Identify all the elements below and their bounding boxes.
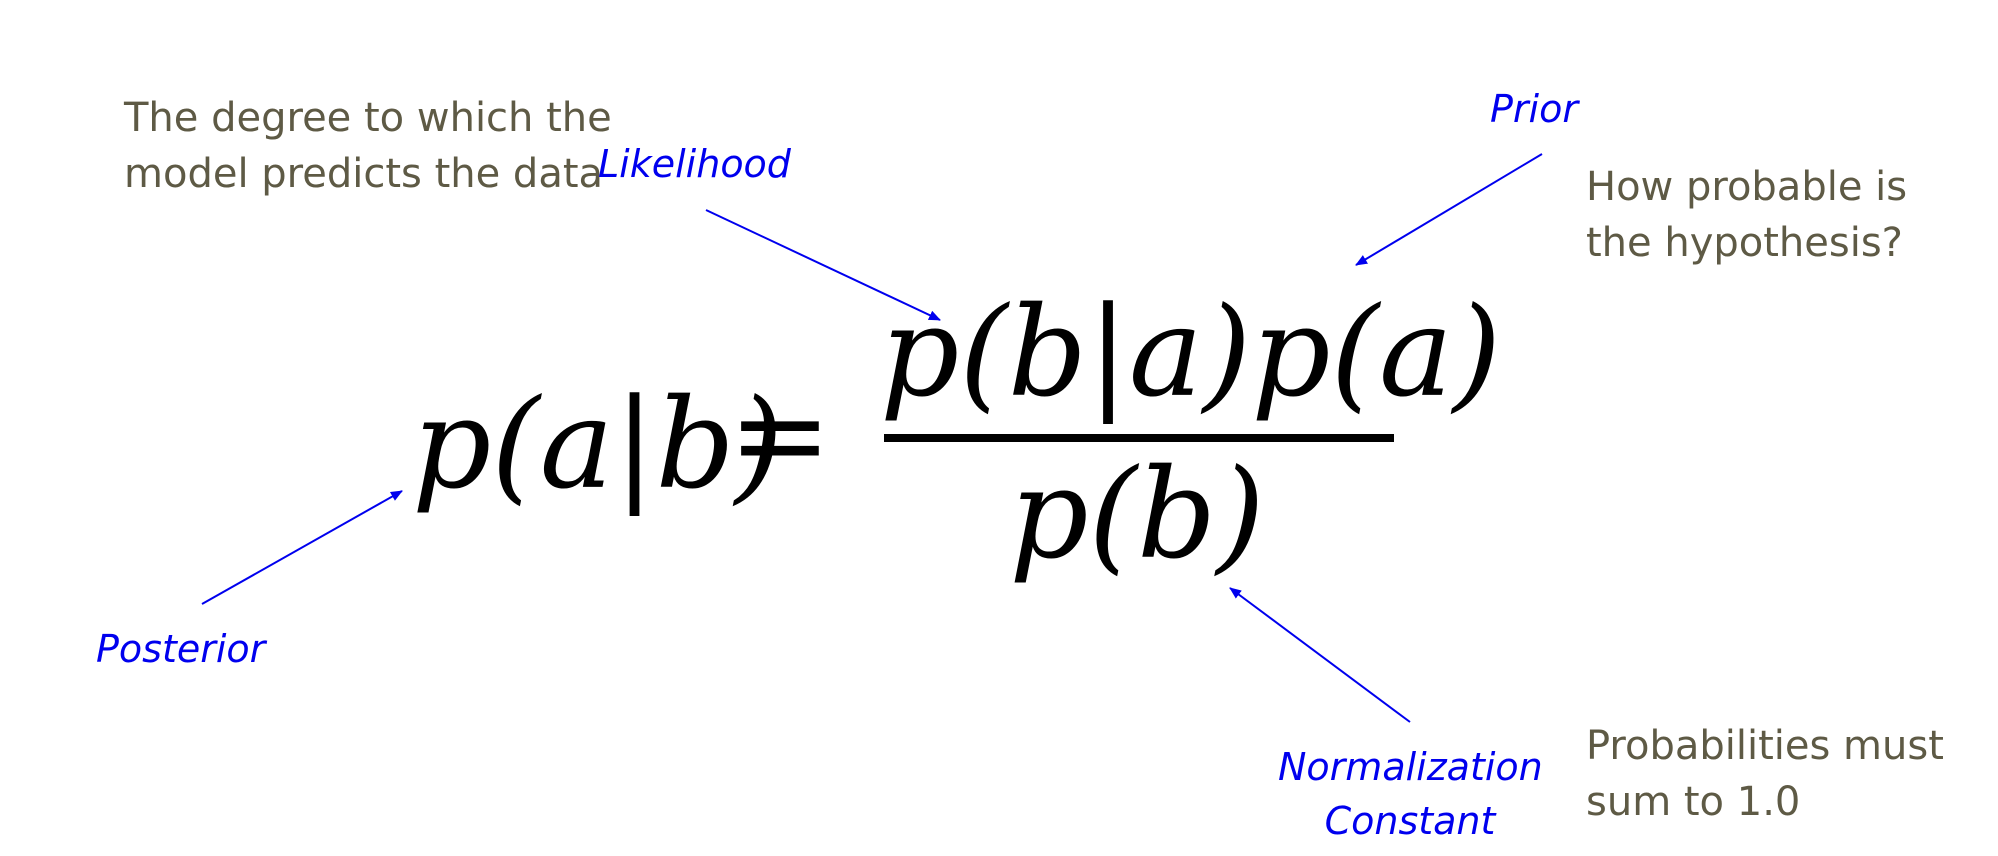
posterior-label: Posterior bbox=[96, 627, 266, 671]
prior-arrow bbox=[1355, 153, 1543, 266]
normalization-description-line1: Probabilities must bbox=[1586, 723, 1944, 769]
normalization-arrow bbox=[1229, 587, 1411, 723]
normalization-description: Probabilities must sum to 1.0 bbox=[1586, 718, 1944, 830]
normalization-label-line1: Normalization bbox=[1278, 745, 1543, 789]
likelihood-arrow bbox=[705, 209, 941, 321]
prior-label: Prior bbox=[1490, 87, 1578, 131]
prior-description-line2: the hypothesis? bbox=[1586, 220, 1903, 266]
likelihood-description-line1: The degree to which the bbox=[124, 95, 612, 141]
posterior-arrow bbox=[201, 490, 403, 605]
likelihood-description-line2: model predicts the data bbox=[124, 151, 604, 197]
normalization-label: Normalization Constant bbox=[1278, 740, 1543, 848]
normalization-label-line2: Constant bbox=[1324, 799, 1496, 843]
likelihood-label: Likelihood bbox=[598, 142, 791, 186]
prior-description: How probable is the hypothesis? bbox=[1586, 159, 1907, 271]
equation-equals: = bbox=[728, 363, 832, 507]
likelihood-description: The degree to which the model predicts t… bbox=[124, 90, 612, 202]
prior-description-line1: How probable is bbox=[1586, 164, 1908, 210]
fraction-bar bbox=[884, 434, 1394, 442]
normalization-description-line2: sum to 1.0 bbox=[1586, 779, 1801, 825]
equation-denominator: p(b) bbox=[1009, 443, 1265, 587]
equation-lhs: p(a|b) bbox=[412, 373, 784, 517]
